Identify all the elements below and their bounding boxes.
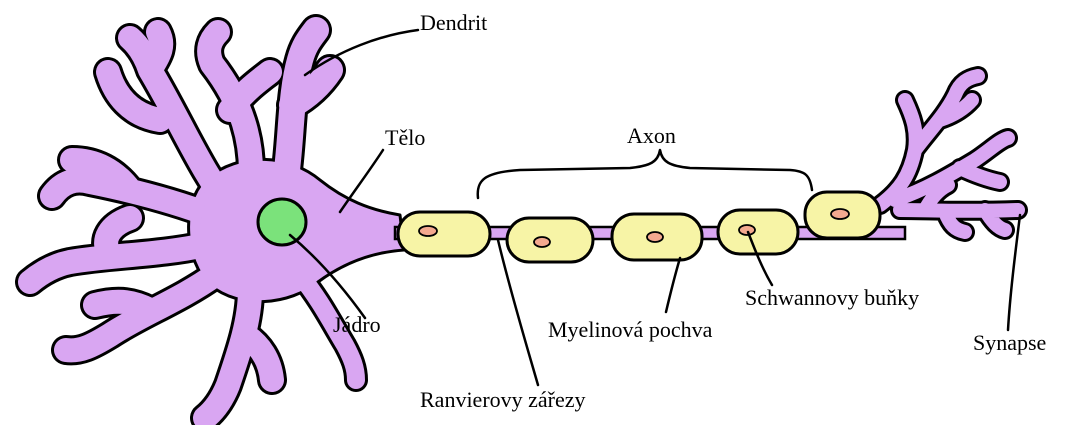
label-dendrit: Dendrit: [420, 10, 487, 35]
label-myelin: Myelinová pochva: [548, 317, 713, 342]
label-telo: Tělo: [385, 125, 425, 150]
nucleus: [258, 199, 306, 245]
label-jadro: Jádro: [333, 312, 381, 337]
label-ranvier: Ranvierovy zářezy: [420, 387, 586, 412]
label-synapse: Synapse: [973, 330, 1046, 355]
label-axon: Axon: [627, 123, 676, 148]
myelin-segment: [398, 212, 490, 256]
axon-terminals: [880, 76, 1018, 232]
myelin-segment: [718, 210, 798, 254]
myelin-sheath: [398, 192, 880, 262]
label-schwann: Schwannovy buňky: [745, 285, 919, 310]
